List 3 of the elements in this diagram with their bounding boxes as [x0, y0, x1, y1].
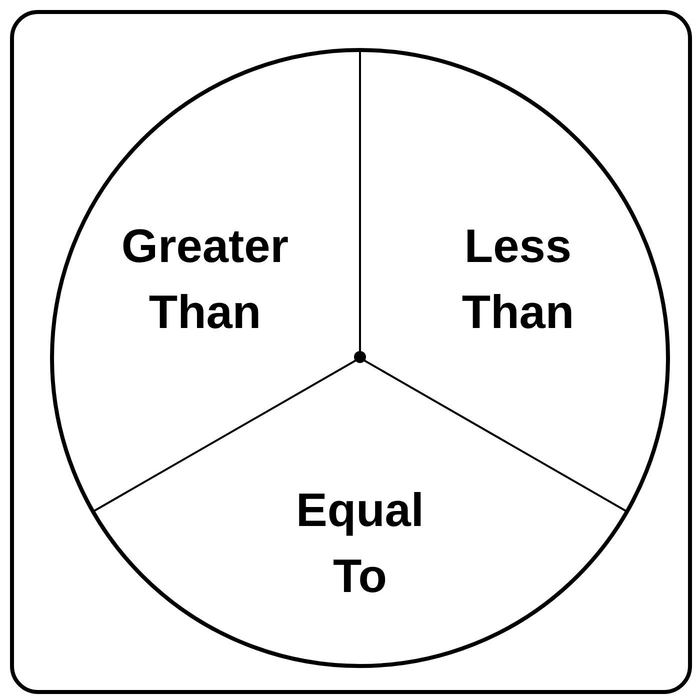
sector-label: Less Than: [460, 218, 576, 340]
sector-label: Equal To: [295, 482, 425, 604]
sector-label: Greater Than: [120, 218, 290, 340]
